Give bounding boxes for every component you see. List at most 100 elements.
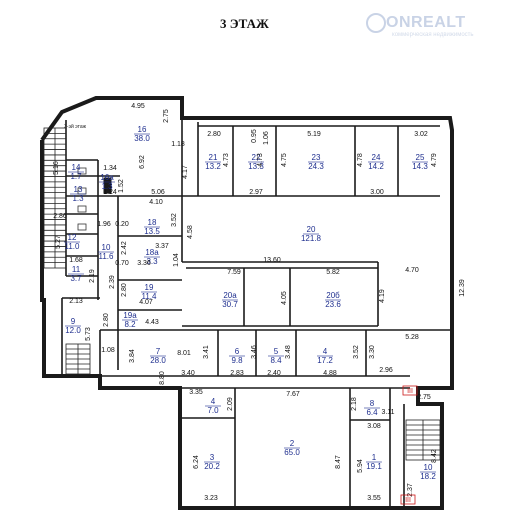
dimension-label: 3.52 [171, 213, 178, 227]
room-area: 1.3 [101, 182, 113, 191]
dimension-label: 3.11 [381, 409, 394, 416]
floor-title: 3 ЭТАЖ [220, 16, 269, 31]
dimension-label: 2.80 [103, 313, 110, 327]
room-number: 20 [307, 225, 316, 234]
room-area: 17.2 [317, 356, 333, 365]
room-area: 3.7 [70, 274, 82, 283]
dimension-label: 4.10 [149, 199, 163, 206]
dimension-label: 2.09 [227, 397, 234, 411]
dimension-label: 5.19 [307, 131, 321, 138]
dimension-label: 3.55 [367, 495, 381, 502]
dimension-label: 2.83 [230, 370, 244, 377]
room-area: 30.7 [222, 300, 238, 309]
dimension-label: 4.95 [131, 103, 145, 110]
dimension-label: 4.19 [379, 289, 386, 303]
column-marker [103, 185, 112, 194]
room-area: 11.0 [65, 242, 81, 251]
dimension-label: 3.52 [353, 345, 360, 359]
dimension-label: 5.94 [357, 459, 364, 473]
stair-label: 3-эй этаж [64, 123, 87, 130]
room-number: 1 [372, 453, 377, 462]
dimension-label: 3.40 [181, 370, 195, 377]
room-area: 7.0 [207, 406, 219, 415]
dimension-label: 1.24 [103, 189, 117, 196]
room-number: 5 [274, 347, 279, 356]
dimension-label: 4.78 [357, 153, 364, 167]
dimension-label: 2.13 [69, 298, 83, 305]
room-area: 65.0 [284, 448, 300, 457]
dimension-label: 0.95 [251, 129, 258, 143]
dimension-label: 4.88 [323, 370, 337, 377]
dimension-label: 1.52 [118, 179, 125, 193]
room-area: 11.4 [142, 292, 158, 301]
dimension-label: 4.07 [139, 299, 153, 306]
dimension-label: 7.59 [227, 269, 241, 276]
dimension-label: 2.86 [53, 213, 67, 220]
dimension-label: 3.02 [414, 131, 428, 138]
room-number: 3 [210, 453, 215, 462]
room-area: 1.7 [70, 172, 82, 181]
dimension-label: 2.37 [407, 483, 414, 497]
dimension-label: 3.23 [204, 495, 218, 502]
room-number: 4 [323, 347, 328, 356]
dimension-label: 1.96 [97, 221, 111, 228]
dimension-label: 2.75 [417, 394, 431, 401]
room-area: 13.2 [205, 162, 221, 171]
room-area: 13.5 [144, 227, 160, 236]
room-number: 20а [223, 291, 237, 300]
fixtures [77, 167, 87, 231]
red-marker-box [400, 494, 416, 505]
watermark-subtitle: коммерческая недвижимость [392, 32, 474, 38]
dimension-label: 5.27 [55, 235, 62, 249]
room-number: 18а [145, 248, 159, 257]
dimension-label: 4.43 [145, 319, 159, 326]
dimension-label: 4.75 [281, 153, 288, 167]
dimension-label: 3.37 [155, 243, 169, 250]
dimension-label: 2.42 [121, 241, 128, 255]
sink-icon [77, 167, 87, 175]
dimension-label: 5.16 [53, 161, 60, 175]
outer-wall [40, 96, 454, 510]
dimension-label: 3.41 [203, 345, 210, 359]
dimension-label: 6.92 [139, 155, 146, 169]
dimension-label: 2.80 [121, 283, 128, 297]
room-area: 8.4 [270, 356, 282, 365]
room-number: 19 [145, 283, 154, 292]
room-area: 14.3 [412, 162, 428, 171]
dimension-label: 2.80 [207, 131, 221, 138]
watermark-brand: ONREALT [386, 14, 466, 31]
room-number: 9 [71, 317, 76, 326]
dimension-label: 8.47 [335, 455, 342, 469]
room-number: 13 [74, 185, 83, 194]
watermark-logo-icon [366, 13, 386, 33]
dimension-label: 1.06 [263, 131, 270, 145]
room-area: 3.3 [146, 257, 158, 266]
dimension-label: 1.68 [69, 257, 83, 264]
room-number: 22 [252, 153, 261, 162]
dimension-label: 5.28 [405, 334, 419, 341]
red-marker-label: III [407, 388, 413, 395]
room-number: 20б [326, 291, 340, 300]
room-number: 4 [211, 397, 216, 406]
room-area: 9.8 [231, 356, 243, 365]
dimension-label: 3.48 [285, 345, 292, 359]
dimension-label: 8.80 [159, 371, 166, 385]
room-area: 121.8 [301, 234, 322, 243]
dimension-label: 3.35 [189, 389, 203, 396]
room-number: 21 [209, 153, 218, 162]
dimension-label: 5.73 [85, 327, 92, 341]
room-area: 1.3 [72, 194, 84, 203]
dimension-label: 3.46 [251, 345, 258, 359]
dimension-label: 2.19 [89, 269, 96, 283]
sink-icon [77, 205, 87, 213]
dimension-label: 12.39 [459, 279, 466, 297]
room-area: 18.2 [420, 472, 436, 481]
room-area: 19.1 [366, 462, 382, 471]
room-number: 25 [416, 153, 425, 162]
dimension-label: 2.75 [163, 109, 170, 123]
walls [40, 96, 454, 510]
dimension-label: 1.34 [103, 165, 117, 172]
